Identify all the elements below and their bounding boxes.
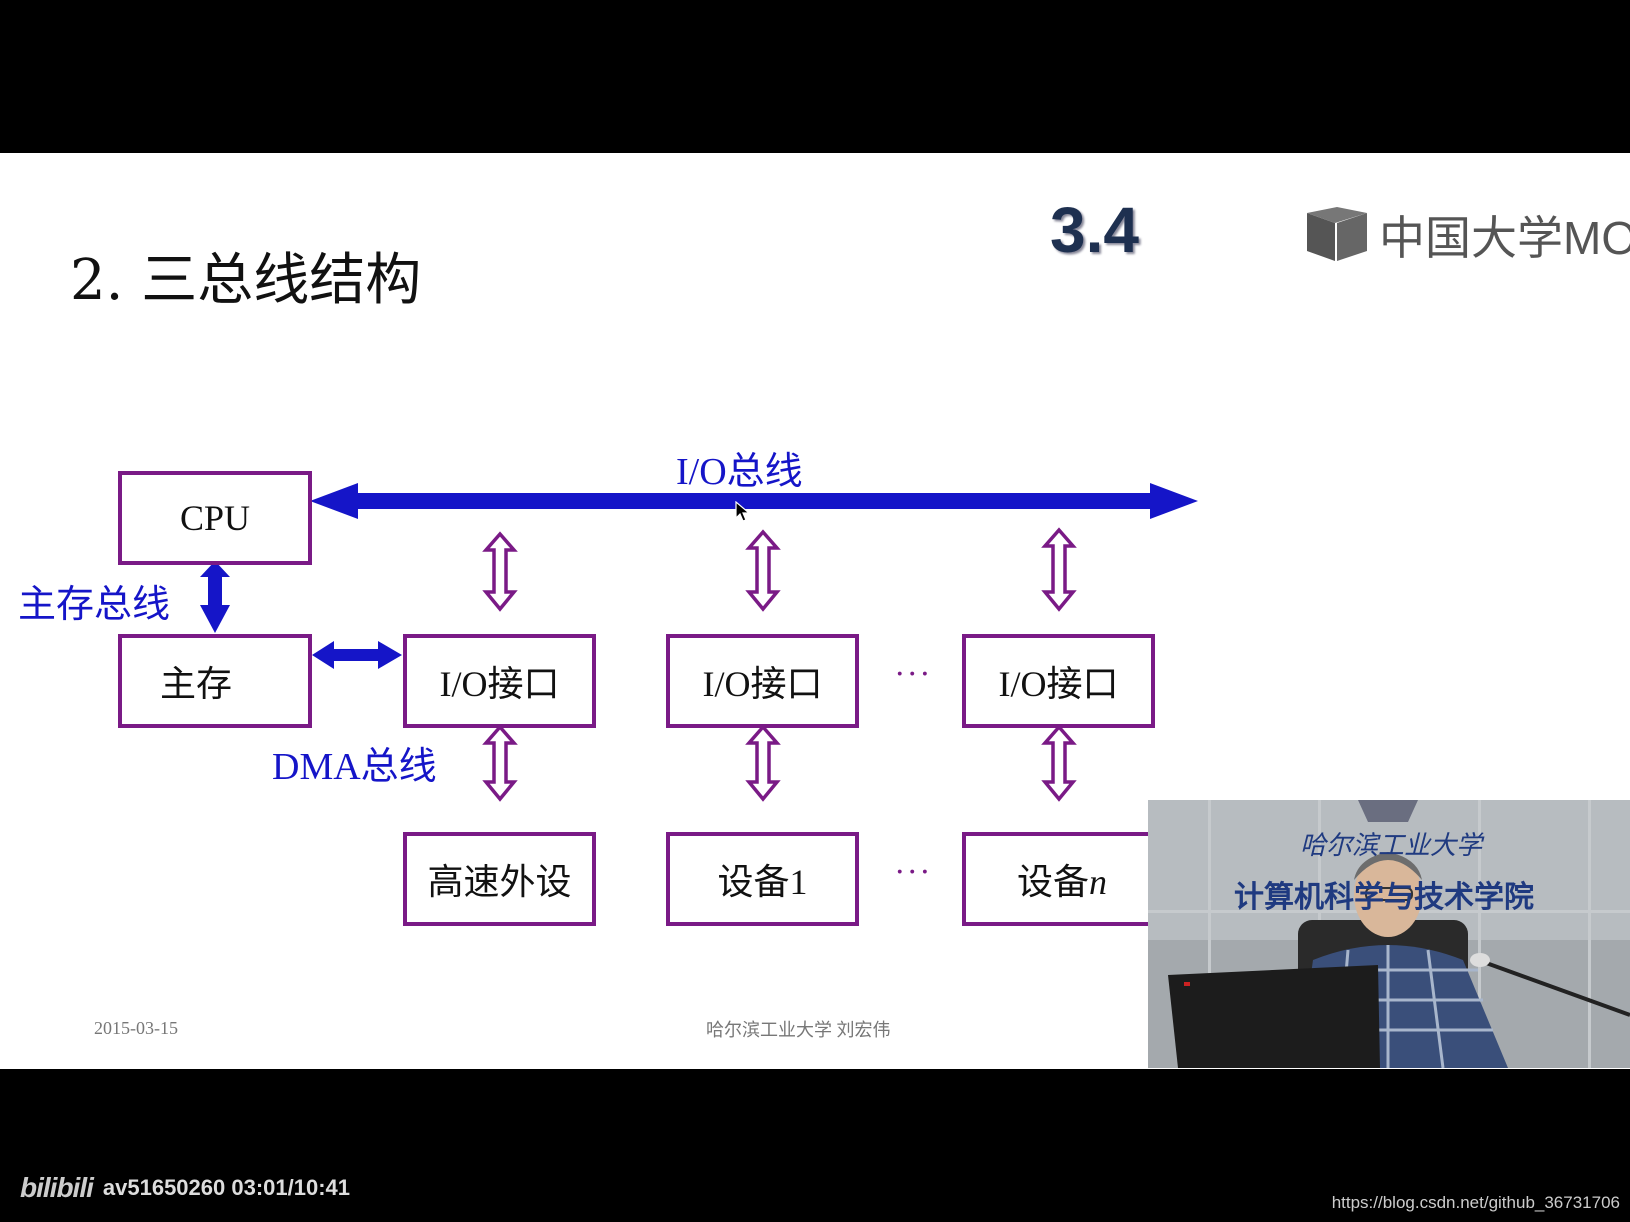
device-1-label: 设备1 bbox=[717, 862, 808, 902]
mouse-cursor-icon bbox=[735, 501, 751, 522]
device-n-suffix: n bbox=[1089, 862, 1107, 902]
high-speed-device-box: 高速外设 bbox=[403, 832, 596, 926]
cpu-box: CPU bbox=[118, 471, 312, 565]
device-n-label: 设备n bbox=[1017, 853, 1107, 905]
bilibili-logo: bilibili bbox=[20, 1172, 94, 1203]
section-number: 3.4 bbox=[1050, 194, 1139, 266]
io-interface-box-3: I/O接口 bbox=[962, 634, 1155, 728]
video-id-and-time: av51650260 03:01/10:41 bbox=[102, 1175, 351, 1200]
interface-bus-arrows bbox=[482, 527, 1077, 802]
slide-title: 2. 三总线结构 bbox=[70, 248, 422, 313]
mooc-logo-text: 中国大学MOOC bbox=[1379, 212, 1630, 264]
mooc-book-icon bbox=[1307, 207, 1367, 261]
interface-ellipsis: ··· bbox=[895, 657, 933, 692]
dma-bus-arrow bbox=[312, 641, 402, 669]
io-interface-label-1: I/O接口 bbox=[439, 664, 560, 704]
main-memory-box: 主存 bbox=[118, 634, 312, 728]
io-arrow-1-upper bbox=[482, 531, 518, 612]
slide-date: 2015-03-15 bbox=[94, 1018, 178, 1038]
io-interface-label-2: I/O接口 bbox=[702, 664, 823, 704]
io-arrow-3-lower bbox=[1041, 724, 1077, 802]
mooc-logo: 中国大学MOOC bbox=[1305, 205, 1630, 265]
io-interface-box-2: I/O接口 bbox=[666, 634, 859, 728]
slide-footer: 哈尔滨工业大学 刘宏伟 bbox=[706, 1020, 891, 1040]
device-n-box: 设备n bbox=[962, 832, 1162, 926]
main-memory-label: 主存 bbox=[160, 664, 233, 704]
device-1-box: 设备1 bbox=[666, 832, 859, 926]
slide: 2. 三总线结构 3.4 中国大学MOOC bbox=[0, 153, 1630, 1069]
io-arrow-2-lower bbox=[745, 724, 781, 802]
device-n-prefix: 设备 bbox=[1016, 862, 1089, 902]
high-speed-device-label: 高速外设 bbox=[427, 862, 572, 902]
watermark-url: https://blog.csdn.net/github_36731706 bbox=[1331, 1193, 1620, 1212]
io-bus-arrow bbox=[310, 483, 1198, 519]
io-arrow-1-lower bbox=[482, 724, 518, 802]
video-university-text: 哈尔滨工业大学 bbox=[1300, 831, 1483, 861]
player-info: bilibili av51650260 03:01/10:41 bbox=[20, 1172, 350, 1204]
bus-diagram bbox=[200, 483, 1198, 802]
device-ellipsis: ··· bbox=[895, 855, 933, 890]
video-school-text: 计算机科学与技术学院 bbox=[1234, 880, 1534, 915]
memory-bus-arrow bbox=[200, 561, 230, 633]
io-interface-box-1: I/O接口 bbox=[403, 634, 596, 728]
presenter-video[interactable]: 哈尔滨工业大学 计算机科学与技术学院 bbox=[1148, 800, 1630, 1068]
dma-bus-label: DMA总线 bbox=[272, 746, 437, 788]
io-interface-label-3: I/O接口 bbox=[998, 664, 1119, 704]
io-arrow-2-upper bbox=[745, 529, 781, 612]
cpu-label: CPU bbox=[179, 498, 251, 538]
io-arrow-3-upper bbox=[1041, 527, 1077, 612]
io-bus-label: I/O总线 bbox=[676, 451, 803, 493]
presenter-video-frame bbox=[1148, 800, 1630, 1068]
memory-bus-label: 主存总线 bbox=[18, 584, 171, 626]
